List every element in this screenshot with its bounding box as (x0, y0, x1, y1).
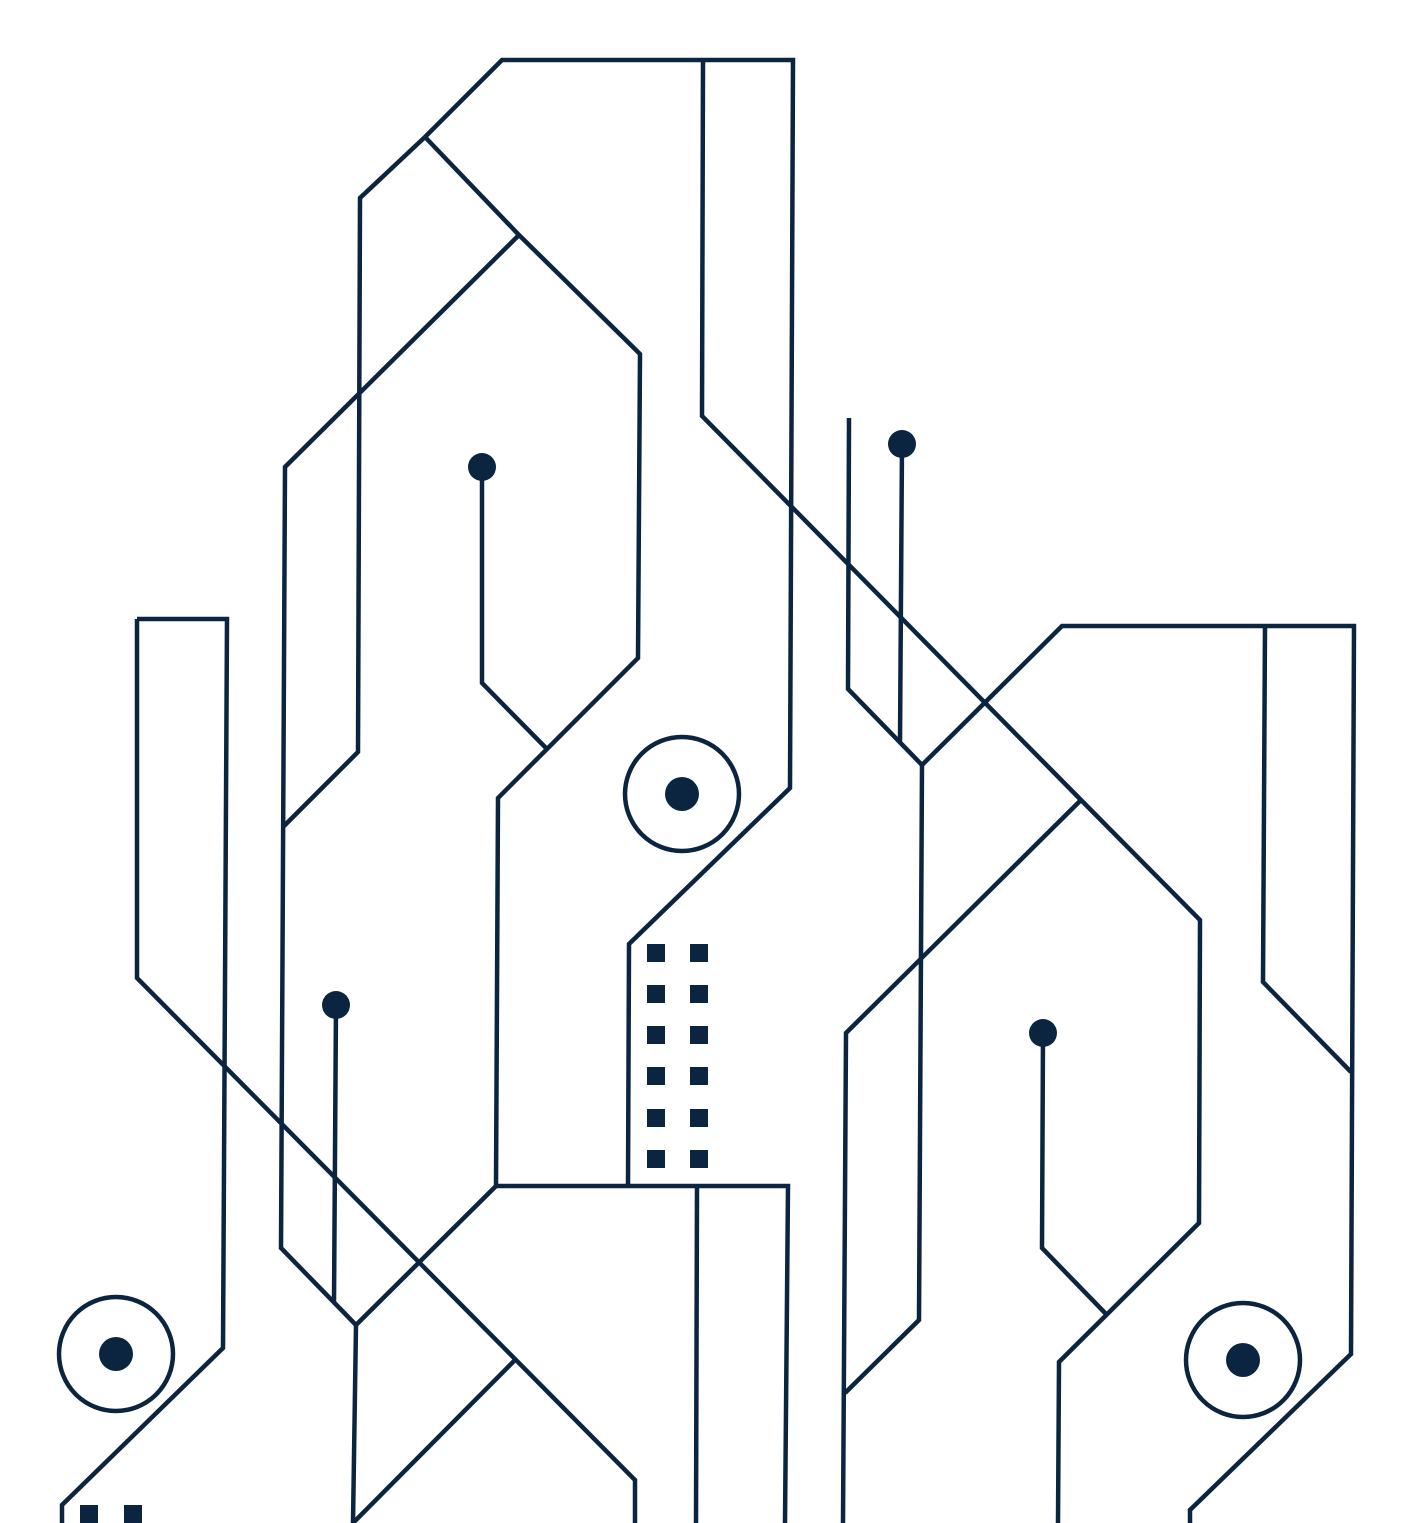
trace-right-inner (1260, 625, 1353, 1074)
via-ring-icon (622, 734, 742, 854)
vias (56, 734, 1303, 1420)
pin-dot-icon (468, 453, 496, 481)
pad-square-icon (690, 1026, 708, 1044)
trace-pin-lower-right (1039, 1032, 1109, 1317)
trace-bottom-branch (351, 1358, 517, 1523)
trace-right-hex (840, 798, 1083, 1523)
trace-left-frame (59, 616, 230, 1523)
trace-left-diagonal (134, 619, 638, 1523)
trace-left-upper (282, 135, 427, 828)
via-ring-icon (56, 1294, 176, 1414)
trace-bottom-inner (693, 1185, 700, 1523)
pin-dot-icon (322, 991, 350, 1019)
trace-pin-lower-left (331, 1004, 339, 1303)
pad-square-icon (690, 944, 708, 962)
trace-right-frame (845, 417, 1357, 1523)
trace-pin-upper-right (897, 443, 905, 743)
via-ring-icon (1183, 1300, 1303, 1420)
trace-center-hex (350, 135, 643, 1523)
pin-dot-icon (888, 430, 916, 458)
trace-pin-center (479, 467, 548, 750)
pad-square-icon (647, 1026, 665, 1044)
pad-square-icon (690, 1109, 708, 1127)
pad-square-icon (80, 1505, 98, 1523)
pin-dot-icon (1029, 1019, 1057, 1047)
pad-square-icon (690, 1150, 708, 1168)
pad-square-icon (647, 985, 665, 1003)
pad-square-icon (690, 985, 708, 1003)
pad-square-icon (647, 1150, 665, 1168)
pad-square-icon (690, 1067, 708, 1085)
pad-square-icon (647, 1067, 665, 1085)
trace-bottom-frame (496, 1183, 791, 1523)
trace-left-hex (278, 233, 521, 1327)
pad-square-icon (647, 944, 665, 962)
pad-square-icon (124, 1505, 142, 1523)
traces (59, 57, 1357, 1523)
trace-right-mid (843, 764, 925, 1395)
pads (80, 944, 708, 1523)
trace-long-diagonal (699, 59, 1203, 1523)
pad-square-icon (647, 1109, 665, 1127)
pins (322, 430, 1057, 1047)
trace-top-frame (423, 57, 796, 1187)
